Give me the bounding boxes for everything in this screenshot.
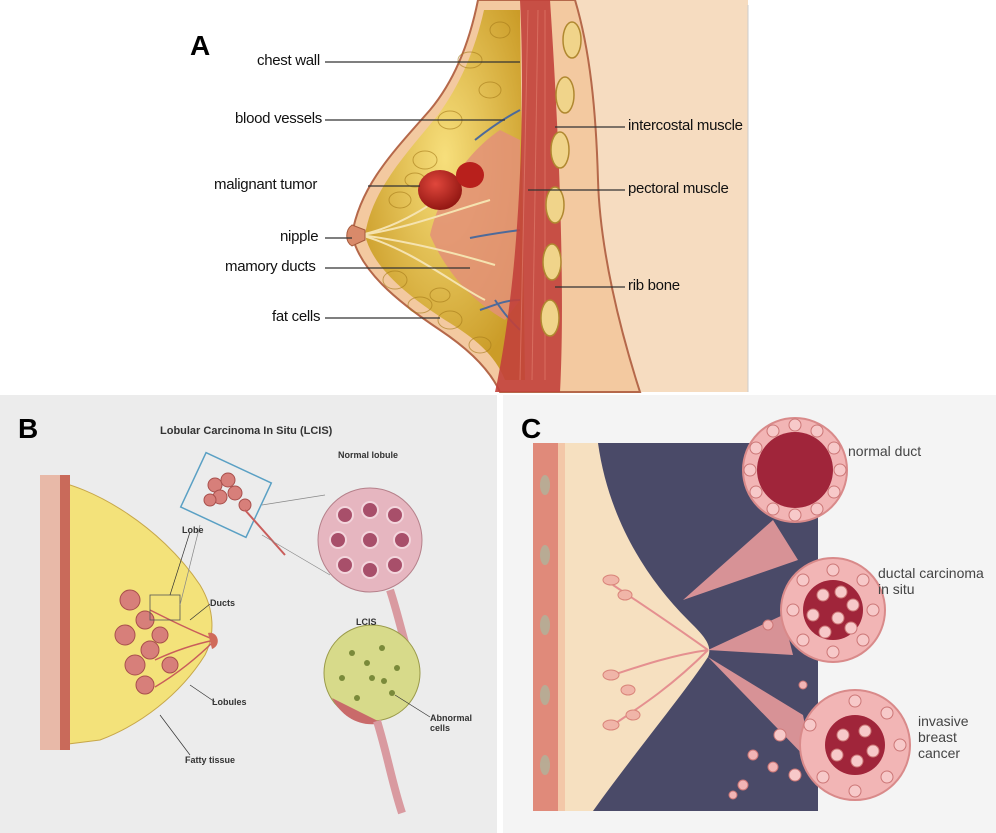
label-lobules: Lobules xyxy=(212,697,247,707)
label-pectoral-muscle: pectoral muscle xyxy=(628,180,729,197)
label-chest-wall: chest wall xyxy=(257,52,320,69)
panel-b: B Lobular Carcinoma In Situ (LCIS) Norma… xyxy=(0,395,497,833)
label-ductal-carcinoma: ductal carcinoma in situ xyxy=(878,565,988,597)
panel-letter-c: C xyxy=(521,413,541,445)
panel-letter-a: A xyxy=(190,30,210,62)
label-invasive: invasive breast cancer xyxy=(918,713,983,761)
label-fatty-tissue: Fatty tissue xyxy=(185,755,235,765)
label-mamory-ducts: mamory ducts xyxy=(225,258,316,275)
label-fat-cells: fat cells xyxy=(272,308,320,325)
label-nipple: nipple xyxy=(280,228,318,245)
lcis-illustration xyxy=(0,395,497,833)
panel-letter-b: B xyxy=(18,413,38,445)
breast-anatomy-illustration xyxy=(0,0,996,395)
panel-b-title: Lobular Carcinoma In Situ (LCIS) xyxy=(160,425,332,437)
label-abnormal-cells: Abnormal cells xyxy=(430,713,470,733)
panel-c: C normal duct ductal carcinoma in situ i… xyxy=(503,395,996,833)
label-malignant-tumor: malignant tumor xyxy=(214,176,317,193)
label-blood-vessels: blood vessels xyxy=(235,110,322,127)
label-normal-duct: normal duct xyxy=(848,443,921,459)
panel-a: A chest wall blood vessels malignant tum… xyxy=(0,0,996,395)
label-lcis: LCIS xyxy=(356,617,377,627)
label-lobe: Lobe xyxy=(182,525,204,535)
label-ducts: Ducts xyxy=(210,598,235,608)
label-rib-bone: rib bone xyxy=(628,277,680,294)
label-intercostal-muscle: intercostal muscle xyxy=(628,117,743,134)
label-normal-lobule: Normal lobule xyxy=(338,450,398,460)
duct-progression-illustration xyxy=(503,395,996,833)
